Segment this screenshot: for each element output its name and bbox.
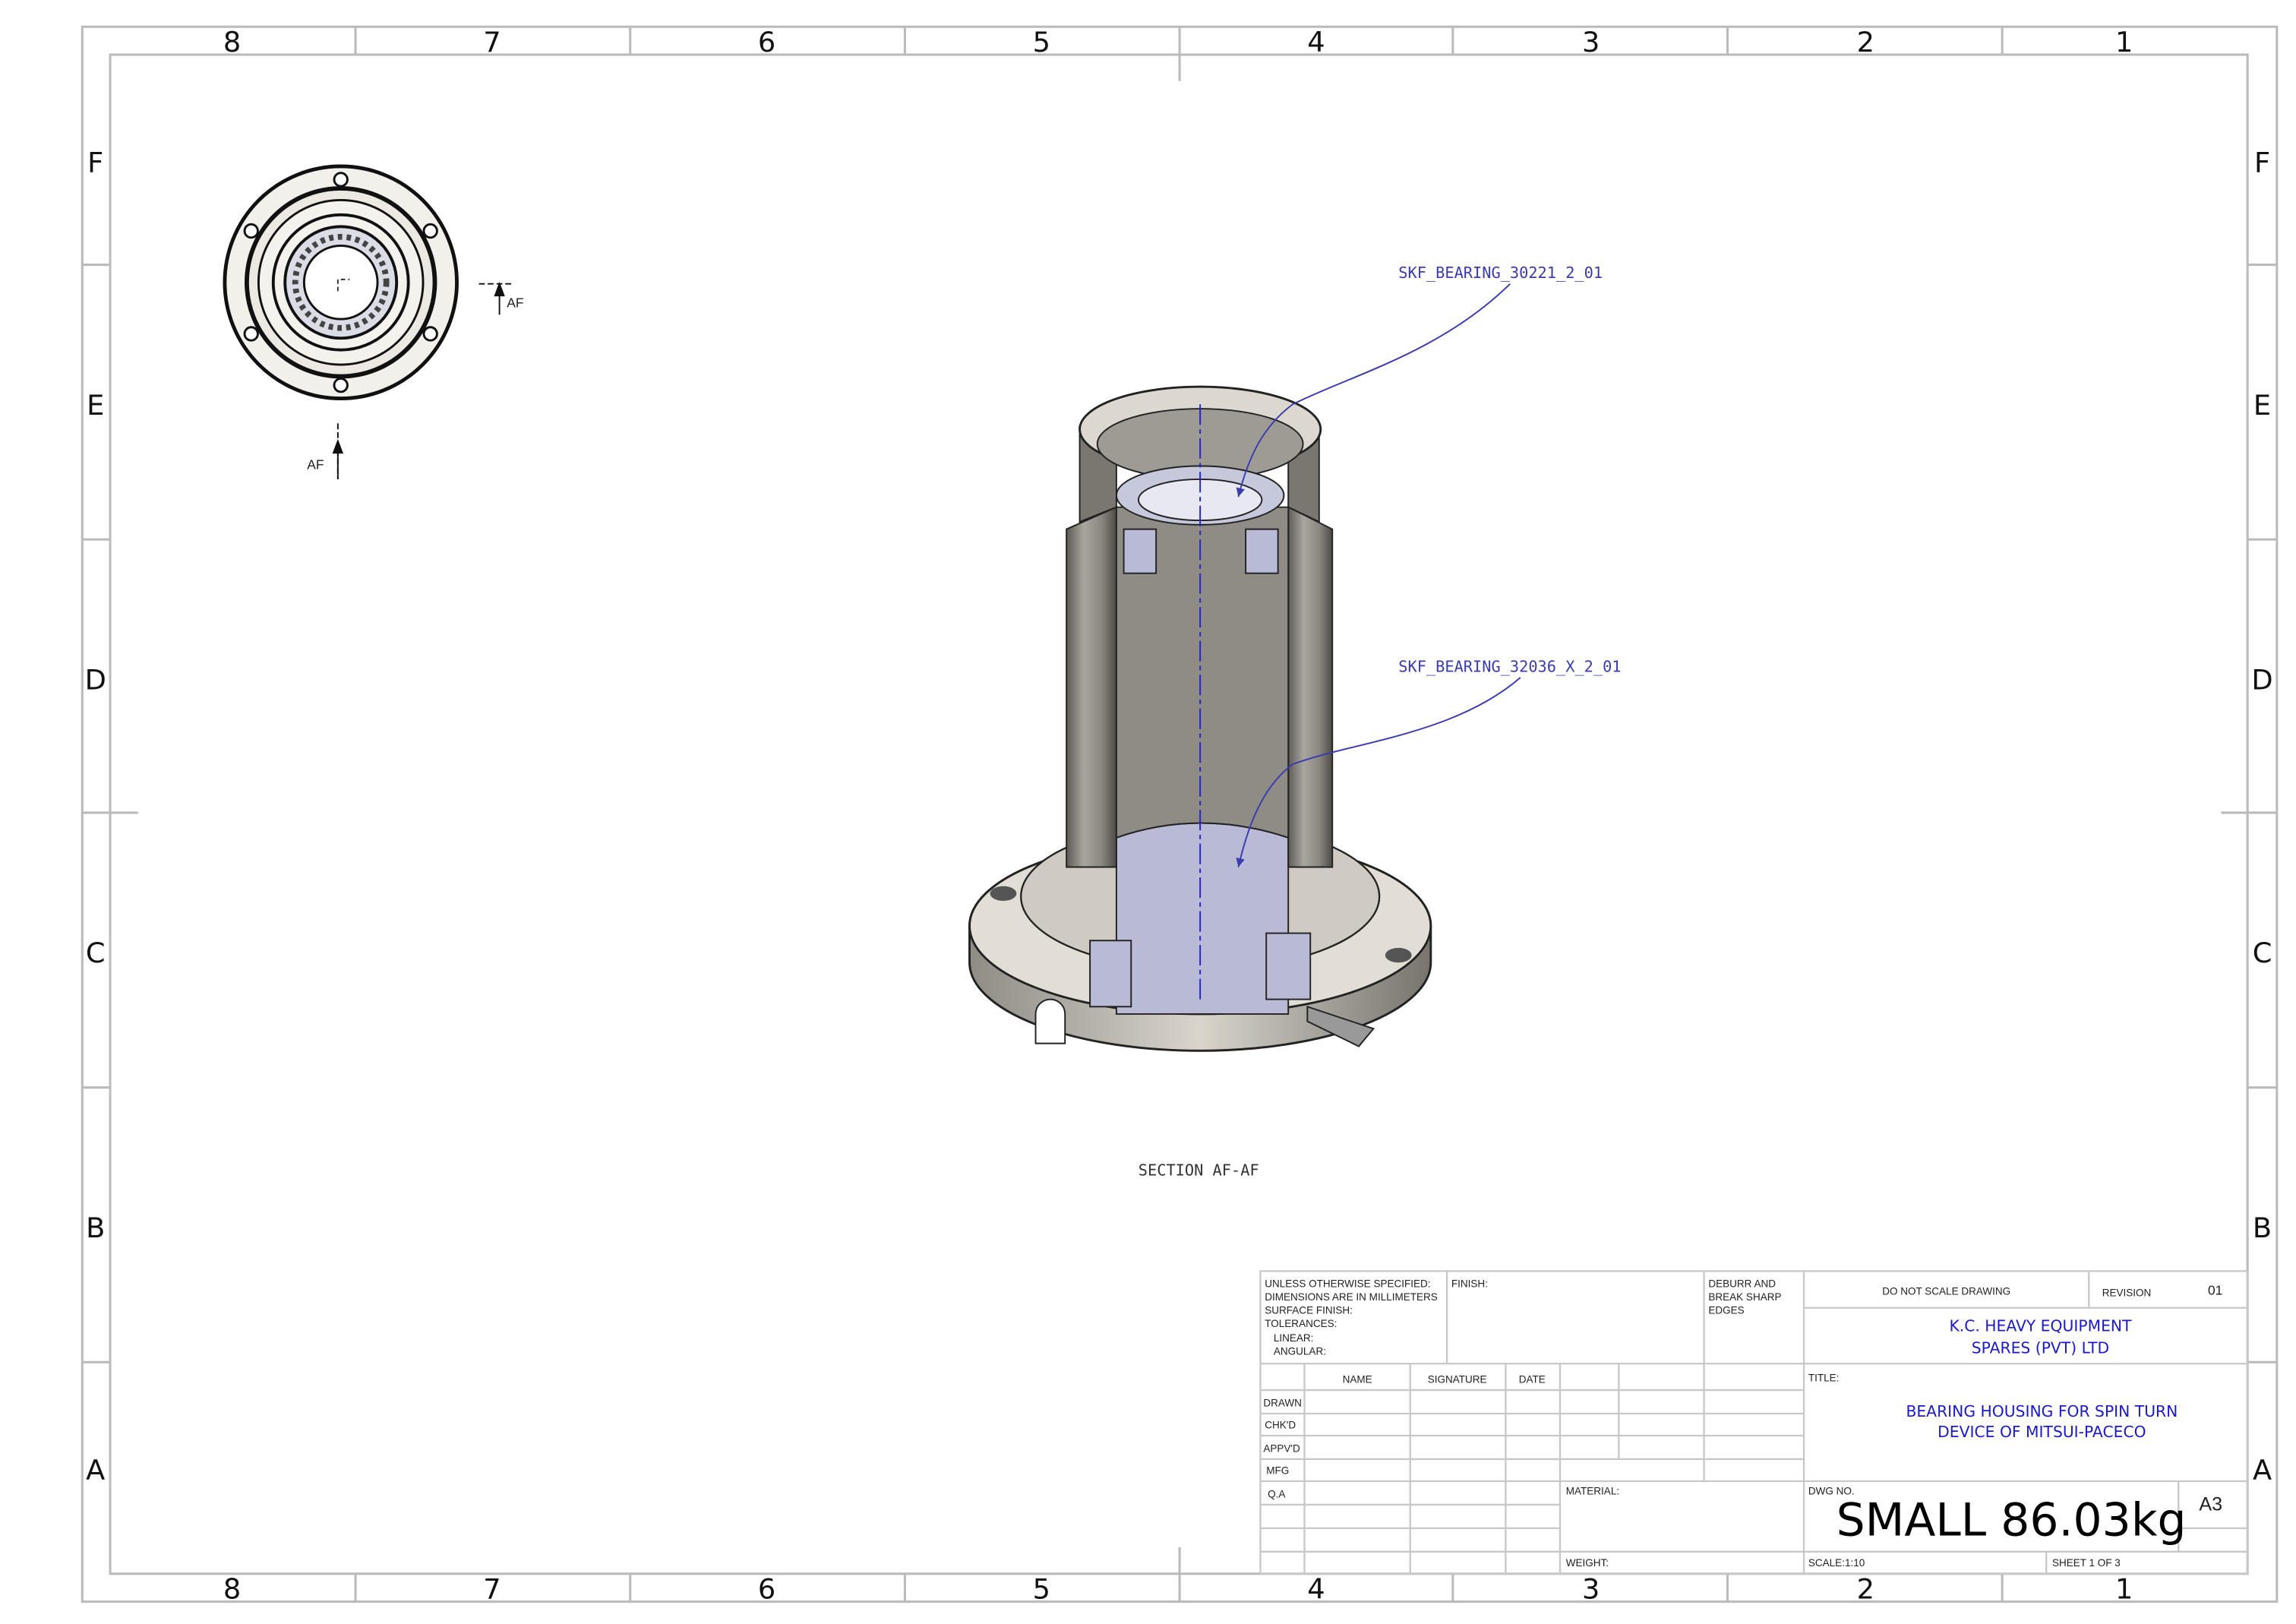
weight-label: WEIGHT: [1566,1557,1609,1569]
scale: SCALE:1:10 [1808,1557,1865,1569]
sheet-border: 8 7 6 5 4 3 2 1 8 7 6 5 4 3 2 1 F E D C … [81,25,2279,1606]
zone-row-d-right: D [2251,664,2272,697]
sheet-size: A3 [2199,1494,2222,1515]
balloon-bearing-30221[interactable]: SKF_BEARING_30221_2_01 [1398,264,1603,282]
revision-label: REVISION [2102,1287,2152,1298]
section-view[interactable] [968,385,1432,1052]
balloon-leaders [1236,283,1521,867]
role-mfg: MFG [1266,1464,1289,1476]
role-drawn: DRAWN [1263,1397,1302,1408]
tolerance-line: TOLERANCES: [1265,1318,1337,1329]
drawing-title: BEARING HOUSING FOR SPIN TURN [1906,1402,2178,1420]
section-arrow-label: AF [507,295,523,311]
zone-row-a-right: A [2253,1454,2272,1487]
zone-row-a: A [86,1454,105,1487]
header-signature: SIGNATURE [1428,1373,1487,1385]
zone-col-2-bottom: 2 [1857,1573,1874,1606]
deburr-note: DEBURR AND [1708,1278,1776,1290]
zone-row-c-right: C [2253,937,2272,969]
zone-col-3: 3 [1582,26,1600,58]
role-approved: APPV'D [1263,1442,1300,1454]
zone-row-c: C [86,937,106,969]
header-name: NAME [1343,1373,1372,1385]
zone-col-4-bottom: 4 [1307,1573,1325,1606]
section-arrow-label-bottom: AF [307,457,324,472]
zone-col-7: 7 [483,26,501,58]
zone-row-b: B [86,1212,105,1244]
company-name: SPARES (PVT) LTD [1972,1339,2109,1357]
zone-row-d: D [85,664,106,697]
zone-row-e: E [87,389,104,422]
header-date: DATE [1519,1373,1546,1385]
tolerance-line: LINEAR: [1274,1332,1314,1344]
role-checked: CHK'D [1265,1419,1296,1430]
zone-col-5: 5 [1033,26,1050,58]
company-name: K.C. HEAVY EQUIPMENT [1949,1317,2132,1335]
zone-row-e-right: E [2253,389,2271,422]
finish-label: FINISH: [1451,1278,1488,1290]
zone-row-b-right: B [2253,1212,2272,1244]
dwg-no: SMALL 86.03kg [1836,1494,2187,1547]
material-label: MATERIAL: [1566,1485,1619,1496]
sheet-number: SHEET 1 OF 3 [2052,1557,2121,1569]
zone-col-3-bottom: 3 [1582,1573,1600,1606]
deburr-note: EDGES [1708,1304,1744,1316]
section-title: SECTION AF-AF [1139,1161,1259,1180]
zone-col-6-bottom: 6 [758,1573,775,1606]
zone-col-8: 8 [223,26,241,58]
zone-col-2: 2 [1857,26,1874,58]
title-label: TITLE: [1808,1372,1840,1383]
zone-row-f-right: F [2254,147,2270,179]
tolerance-line: ANGULAR: [1274,1346,1326,1357]
zone-col-4: 4 [1307,26,1325,58]
drawing-title: DEVICE OF MITSUI-PACECO [1938,1423,2146,1441]
role-qa: Q.A [1268,1488,1285,1499]
revision-value: 01 [2208,1282,2222,1297]
dwg-no-label: DWG NO. [1808,1485,1855,1496]
zone-col-7-bottom: 7 [483,1573,501,1606]
zone-col-1: 1 [2115,26,2133,58]
zone-col-8-bottom: 8 [223,1573,241,1606]
tolerance-line: SURFACE FINISH: [1265,1304,1353,1316]
tolerance-line: UNLESS OTHERWISE SPECIFIED: [1265,1278,1430,1290]
zone-row-f: F [87,147,103,179]
balloon-bearing-32036[interactable]: SKF_BEARING_32036_X_2_01 [1398,657,1621,675]
zone-col-6: 6 [758,26,775,58]
top-view[interactable]: AF AF [223,164,524,479]
title-block: UNLESS OTHERWISE SPECIFIED: DIMENSIONS A… [1259,1270,2249,1575]
deburr-note: BREAK SHARP [1708,1291,1781,1303]
zone-col-5-bottom: 5 [1033,1573,1050,1606]
zone-col-1-bottom: 1 [2115,1573,2133,1606]
do-not-scale: DO NOT SCALE DRAWING [1882,1285,2010,1297]
tolerance-line: DIMENSIONS ARE IN MILLIMETERS [1265,1291,1438,1303]
